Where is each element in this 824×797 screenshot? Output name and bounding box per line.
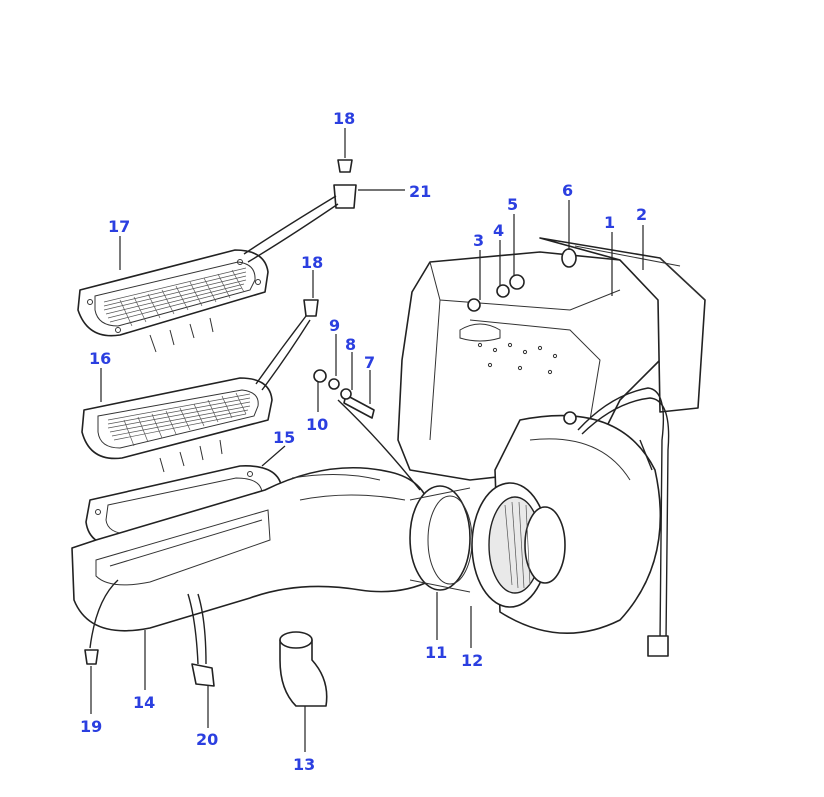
leader-lines <box>90 128 644 752</box>
part-11-duct-ring <box>409 485 473 593</box>
callout-4: 4 <box>493 221 504 240</box>
callout-16: 16 <box>89 349 111 368</box>
callout-17: 17 <box>108 217 130 236</box>
callout-14: 14 <box>133 693 155 712</box>
callout-11: 11 <box>425 643 447 662</box>
callout-20: 20 <box>196 730 218 749</box>
callout-1: 1 <box>604 213 615 232</box>
part-12-fan-ring <box>471 482 566 608</box>
fasteners <box>84 159 577 707</box>
callout-15: 15 <box>273 428 295 447</box>
callout-6: 6 <box>562 181 573 200</box>
part-17-grille-cover <box>77 249 269 353</box>
part-14-air-duct <box>71 466 433 632</box>
callout-2: 2 <box>636 205 647 224</box>
part-16-grille-cover <box>81 377 273 473</box>
callout-18-second: 18 <box>301 253 323 272</box>
callout-5: 5 <box>507 195 518 214</box>
callout-13: 13 <box>293 755 315 774</box>
wiring-harness <box>577 387 670 657</box>
callout-18-top: 18 <box>333 109 355 128</box>
callout-21: 21 <box>409 182 431 201</box>
callout-19: 19 <box>80 717 102 736</box>
callout-labels: 1 2 3 4 5 6 7 8 9 10 11 12 13 14 15 16 1… <box>80 109 647 774</box>
callout-10: 10 <box>306 415 328 434</box>
callout-3: 3 <box>473 231 484 250</box>
part-2-filter-housing <box>539 237 706 413</box>
callout-12: 12 <box>461 651 483 670</box>
callout-9: 9 <box>329 316 340 335</box>
callout-8: 8 <box>345 335 356 354</box>
callout-7: 7 <box>364 353 375 372</box>
